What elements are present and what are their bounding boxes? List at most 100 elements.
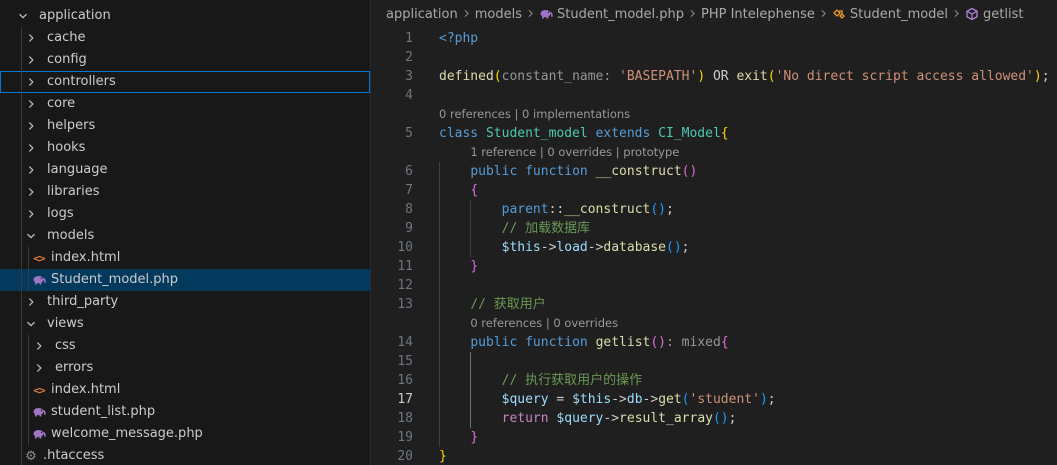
code-line[interactable]: 8 parent::__construct(); [371,200,1057,219]
code-lens-text[interactable]: 0 references | 0 overrides [470,316,619,330]
code-token: -> [540,240,557,255]
code-lens[interactable]: 1 reference | 0 overrides | prototype [371,143,1057,162]
folder-errors[interactable]: errors [0,357,370,379]
code-text[interactable]: class Student_model extends CI_Model{ [439,124,729,143]
tree-item-label: index.html [51,250,121,265]
file-index-html[interactable]: <>index.html [0,379,370,401]
chevron-right-icon[interactable] [32,335,46,357]
chevron-right-icon[interactable] [32,357,46,379]
folder-css[interactable]: css [0,335,370,357]
line-number: 5 [405,126,413,141]
class-symbol-icon [832,7,846,21]
chevron-right-icon[interactable] [24,137,38,159]
code-line[interactable]: 15 [371,352,1057,371]
code-token: ( [681,392,690,407]
code-text[interactable]: <?php [439,29,478,48]
code-lens-text[interactable]: 0 references | 0 implementations [439,107,631,121]
folder-hooks[interactable]: hooks [0,137,370,159]
folder-core[interactable]: core [0,93,370,115]
code-lens-text[interactable]: 1 reference | 0 overrides | prototype [470,145,680,159]
chevron-right-icon[interactable] [24,115,38,137]
code-text[interactable]: { [439,181,478,200]
folder-controllers[interactable]: controllers [0,71,370,93]
code-text[interactable]: $this->load->database(); [439,238,690,257]
code-text[interactable]: public function __construct() [439,162,697,181]
code-line[interactable]: 2 [371,48,1057,67]
code-line[interactable]: 6 public function __construct() [371,162,1057,181]
breadcrumb-separator-icon [952,7,961,21]
code-token: { [720,126,729,141]
code-line[interactable]: 1<?php [371,29,1057,48]
code-line[interactable]: 11 } [371,257,1057,276]
line-number: 3 [405,69,413,84]
code-text[interactable]: } [439,428,478,447]
folder-models[interactable]: models [0,225,370,247]
folder-logs[interactable]: logs [0,203,370,225]
breadcrumb-label: Student_model [849,6,949,22]
chevron-right-icon[interactable] [24,27,38,49]
chevron-down-icon[interactable] [16,5,30,27]
html-file-icon: <> [33,383,45,397]
folder-views[interactable]: views [0,313,370,335]
code-text[interactable]: // 执行获取用户的操作 [439,371,642,390]
code-text[interactable]: } [439,447,447,465]
breadcrumb-item[interactable]: PHP Intelephense [701,7,815,22]
code-text[interactable]: } [439,257,478,276]
folder-language[interactable]: language [0,159,370,181]
code-line[interactable]: 18 return $query->result_array(); [371,409,1057,428]
folder-application[interactable]: application [0,5,370,27]
code-text[interactable]: $query = $this->db->get('student'); [439,390,776,409]
code-line[interactable]: 14 public function getlist(): mixed{ [371,333,1057,352]
code-text[interactable]: defined(constant_name: 'BASEPATH') OR ex… [439,67,1050,86]
code-line[interactable]: 12 [371,276,1057,295]
tree-item-label: errors [55,360,94,375]
breadcrumb-item[interactable]: getlist [965,7,1024,22]
file-student-model-php[interactable]: Student_model.php [0,269,370,291]
chevron-right-icon[interactable] [24,93,38,115]
code-lens[interactable]: 0 references | 0 implementations [371,105,1057,124]
code-text[interactable]: parent::__construct(); [439,200,674,219]
code-line[interactable]: 17 $query = $this->db->get('student'); [371,390,1057,409]
chevron-right-icon[interactable] [24,203,38,225]
folder-helpers[interactable]: helpers [0,115,370,137]
code-text[interactable]: // 获取用户 [439,295,545,314]
file-htaccess[interactable]: ⚙.htaccess [0,445,370,465]
chevron-right-icon[interactable] [24,71,38,93]
indent-guide [470,352,472,428]
chevron-down-icon[interactable] [24,225,38,247]
file-index-html[interactable]: <>index.html [0,247,370,269]
code-line[interactable]: 16 // 执行获取用户的操作 [371,371,1057,390]
chevron-right-icon[interactable] [24,49,38,71]
code-text[interactable]: public function getlist(): mixed{ [439,333,728,352]
folder-libraries[interactable]: libraries [0,181,370,203]
breadcrumb-item[interactable]: models [475,7,522,22]
chevron-right-icon[interactable] [24,291,38,313]
code-line[interactable]: 3 defined(constant_name: 'BASEPATH') OR e… [371,67,1057,86]
breadcrumb-item[interactable]: application [386,7,458,22]
code-lens[interactable]: 0 references | 0 overrides [371,314,1057,333]
code-token: $this [572,392,612,407]
file-welcome-message-php[interactable]: welcome_message.php [0,423,370,445]
chevron-right-icon[interactable] [24,181,38,203]
code-line[interactable]: 13 // 获取用户 [371,295,1057,314]
line-number: 4 [405,88,413,103]
code-editor[interactable]: application models Student_model.php PHP In… [371,0,1057,465]
code-text[interactable]: return $query->result_array(); [439,409,737,428]
code-line[interactable]: 5 class Student_model extends CI_Model{ [371,124,1057,143]
code-line[interactable]: 9 // 加载数据库 [371,219,1057,238]
folder-cache[interactable]: cache [0,27,370,49]
breadcrumb-item[interactable]: Student_model.php [539,7,684,22]
folder-third-party[interactable]: third_party [0,291,370,313]
folder-config[interactable]: config [0,49,370,71]
line-number: 18 [397,411,413,426]
breadcrumb-item[interactable]: Student_model [832,7,948,22]
code-line[interactable]: 20} [371,447,1057,465]
chevron-right-icon[interactable] [24,159,38,181]
code-line[interactable]: 10 $this->load->database(); [371,238,1057,257]
chevron-down-icon[interactable] [24,313,38,335]
code-line[interactable]: 19 } [371,428,1057,447]
code-line[interactable]: 7 { [371,181,1057,200]
code-text[interactable]: // 加载数据库 [439,219,590,238]
code-line[interactable]: 4 [371,86,1057,105]
file-student-list-php[interactable]: student_list.php [0,401,370,423]
